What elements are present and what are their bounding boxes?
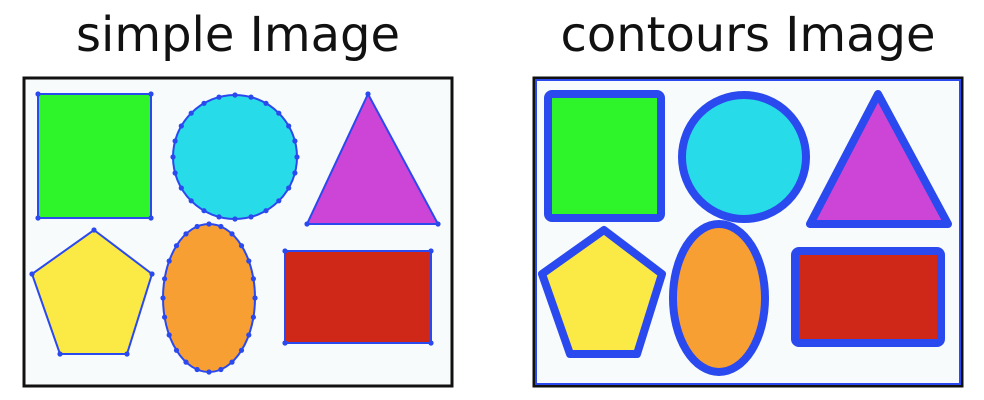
vertex-marker bbox=[428, 248, 434, 254]
vertex-marker bbox=[206, 221, 212, 227]
vertex-marker bbox=[173, 243, 180, 249]
vertex-marker bbox=[276, 110, 282, 116]
vertex-marker bbox=[160, 295, 166, 301]
contour-vertex-markers bbox=[29, 91, 441, 375]
green-square-outline bbox=[37, 93, 152, 219]
vertex-marker bbox=[166, 332, 172, 338]
vertex-marker bbox=[218, 223, 224, 230]
outer-contour bbox=[535, 79, 961, 385]
vertex-marker bbox=[292, 170, 298, 176]
vertex-marker bbox=[229, 359, 235, 365]
vertex-marker bbox=[194, 366, 200, 373]
vertex-marker bbox=[286, 185, 292, 191]
vertex-marker bbox=[172, 170, 178, 176]
cyan-circle bbox=[678, 91, 810, 223]
vertex-marker bbox=[435, 221, 441, 227]
vertex-marker bbox=[201, 100, 207, 106]
magenta-triangle bbox=[806, 90, 952, 228]
vertex-marker bbox=[173, 347, 180, 353]
vertex-marker bbox=[292, 138, 298, 144]
vertex-marker bbox=[294, 154, 300, 160]
vertex-marker bbox=[162, 276, 168, 282]
orange-ellipse bbox=[163, 224, 255, 372]
red-rectangle bbox=[285, 251, 431, 343]
vertex-marker bbox=[183, 359, 189, 365]
vertex-marker bbox=[246, 332, 252, 338]
green-square bbox=[38, 94, 151, 218]
vertex-marker bbox=[178, 185, 184, 191]
orange-ellipse bbox=[669, 220, 769, 376]
red-rectangle bbox=[791, 247, 945, 347]
vertex-marker bbox=[238, 243, 245, 249]
yellow-pentagon bbox=[32, 230, 152, 354]
contours-image-panel bbox=[532, 76, 964, 388]
vertex-marker bbox=[232, 216, 238, 222]
vertex-marker bbox=[286, 123, 292, 129]
vertex-marker bbox=[206, 369, 212, 375]
vertex-marker bbox=[365, 91, 371, 97]
cyan-circle bbox=[173, 95, 297, 219]
magenta-triangle bbox=[307, 94, 438, 224]
magenta-triangle-outline bbox=[305, 91, 440, 225]
vertex-marker bbox=[248, 214, 254, 220]
vertex-marker bbox=[232, 92, 238, 98]
vertex-marker bbox=[162, 314, 168, 320]
vertex-marker bbox=[29, 271, 35, 277]
vertex-marker bbox=[166, 258, 172, 264]
vertex-marker bbox=[229, 231, 235, 237]
red-rectangle-outline bbox=[284, 250, 432, 344]
vertex-marker bbox=[246, 258, 252, 264]
simple-image-title: simple Image bbox=[75, 7, 401, 63]
vertex-marker bbox=[218, 366, 224, 373]
yellow-pentagon bbox=[538, 226, 666, 358]
green-square bbox=[544, 90, 665, 222]
vertex-marker bbox=[91, 227, 97, 233]
vertex-marker bbox=[194, 223, 200, 230]
vertex-marker bbox=[304, 221, 310, 227]
vertex-marker bbox=[276, 198, 282, 204]
vertex-marker bbox=[188, 198, 194, 204]
vertex-marker bbox=[35, 91, 41, 97]
vertex-marker bbox=[183, 231, 189, 237]
simple-image-panel bbox=[22, 76, 454, 388]
vertex-marker bbox=[252, 295, 258, 301]
vertex-marker bbox=[250, 276, 256, 282]
vertex-marker bbox=[201, 208, 207, 214]
vertex-marker bbox=[172, 138, 178, 144]
vertex-marker bbox=[170, 154, 176, 160]
vertex-marker bbox=[57, 351, 63, 357]
vertex-marker bbox=[216, 94, 222, 100]
vertex-marker bbox=[282, 340, 288, 346]
vertex-marker bbox=[263, 208, 269, 214]
vertex-marker bbox=[263, 100, 269, 106]
vertex-marker bbox=[178, 123, 184, 129]
vertex-marker bbox=[250, 314, 256, 320]
vertex-marker bbox=[428, 340, 434, 346]
contours-image-title: contours Image bbox=[560, 7, 936, 63]
vertex-marker bbox=[124, 351, 130, 357]
vertex-marker bbox=[282, 248, 288, 254]
vertex-marker bbox=[148, 91, 154, 97]
vertex-marker bbox=[148, 215, 154, 221]
vertex-marker bbox=[188, 110, 194, 116]
yellow-pentagon-outline bbox=[30, 228, 154, 355]
vertex-marker bbox=[35, 215, 41, 221]
vertex-marker bbox=[149, 271, 155, 277]
vertex-marker bbox=[248, 94, 254, 100]
vertex-marker bbox=[238, 347, 245, 353]
vertex-marker bbox=[216, 214, 222, 220]
